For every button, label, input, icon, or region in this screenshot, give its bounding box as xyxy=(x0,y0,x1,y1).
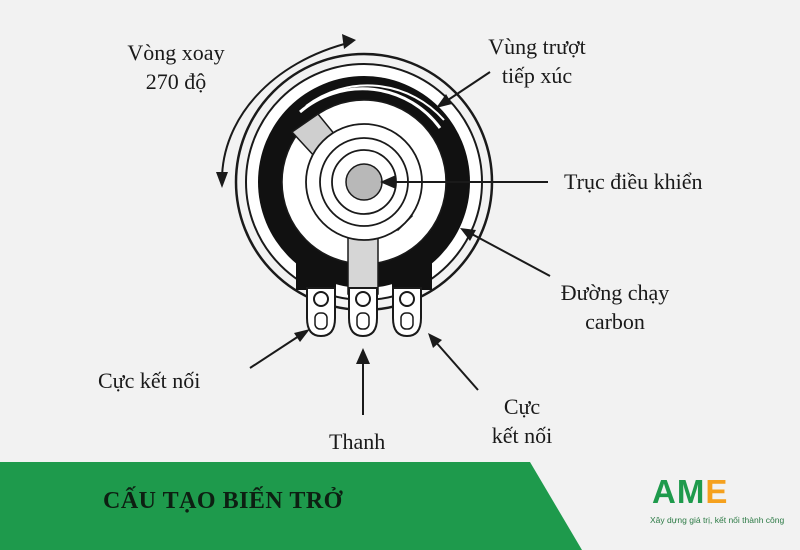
terminal-right-label: Cực kết nối xyxy=(462,392,582,450)
contact-zone xyxy=(299,87,442,129)
carbon-track-label-line2: carbon xyxy=(585,309,645,334)
terminal-right xyxy=(392,287,422,338)
control-shaft xyxy=(345,163,383,201)
logo-letter-e: E xyxy=(705,473,729,510)
terminal-right-label-line2: kết nối xyxy=(491,423,553,448)
rotation-label: Vòng xoay 270 độ xyxy=(96,38,256,96)
rotation-label-line2: 270 độ xyxy=(145,69,207,94)
arrow-terminal-left xyxy=(249,333,303,369)
contact-zone-label-line1: Vùng trượt xyxy=(488,34,586,59)
rotation-arc-arrow xyxy=(221,41,353,181)
terminal-left xyxy=(306,287,336,338)
contact-zone-label: Vùng trượt tiếp xúc xyxy=(462,32,612,90)
wiper-label: Thanh xyxy=(329,429,386,454)
rotation-arrowhead-bottom xyxy=(216,172,228,188)
title-banner xyxy=(0,462,582,550)
logo-letter-a: A xyxy=(652,473,677,510)
banner-shape xyxy=(0,462,582,550)
terminal-middle xyxy=(348,287,378,338)
logo-letter-m: M xyxy=(676,473,706,510)
contact-zone-label-line2: tiếp xúc xyxy=(501,63,573,88)
arrow-carbon-track xyxy=(467,231,551,277)
arrow-terminal-right xyxy=(433,339,479,391)
terminal-left-label: Cực kết nối xyxy=(98,368,201,393)
logo-tagline: Xây dựng giá trị, kết nối thành công xyxy=(650,515,785,525)
carbon-track-label: Đường chạy carbon xyxy=(540,278,690,336)
rotation-arrowhead-top xyxy=(342,34,356,49)
rotation-label-line1: Vòng xoay xyxy=(127,40,225,65)
brand-logo: AME xyxy=(652,474,728,510)
shaft-label: Trục điều khiển xyxy=(564,169,703,194)
potentiometer-body xyxy=(234,52,494,312)
arrow-contact-zone xyxy=(441,71,491,105)
terminal-right-label-line1: Cực xyxy=(503,394,541,419)
page-title: CẤU TẠO BIẾN TRỞ xyxy=(103,488,343,514)
carbon-track-label-line1: Đường chạy xyxy=(560,280,670,305)
